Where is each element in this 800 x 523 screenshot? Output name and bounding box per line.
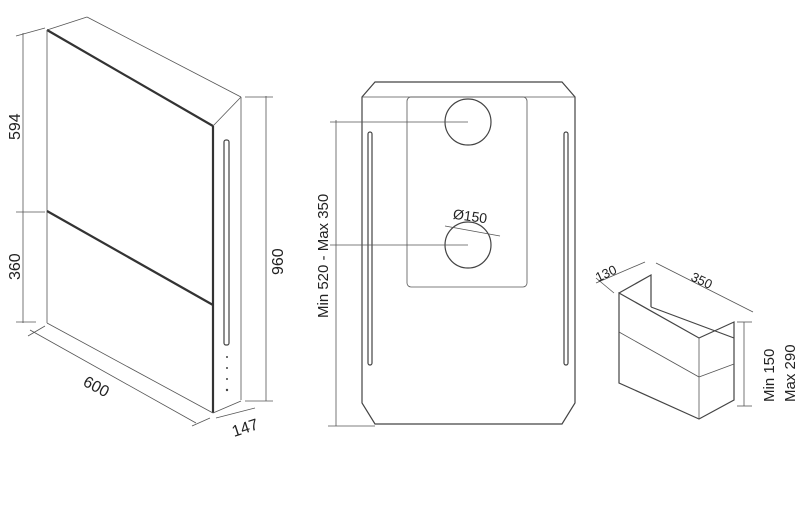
hood-front-view: Ø150 Min 520 - Max 350: [315, 81, 576, 427]
light-slot: [223, 139, 230, 346]
chimney-isometric: 130 350 Min 150 Max 290: [593, 261, 799, 420]
hood-isometric: 594 360 960 600 147: [7, 16, 287, 441]
dim-360: 360: [7, 253, 24, 280]
dim-130: 130: [593, 262, 619, 285]
left-light-slot: [367, 131, 373, 366]
dim-594: 594: [7, 113, 24, 140]
control-buttons: [225, 356, 229, 392]
dim-height-min: Min 150: [761, 349, 778, 402]
dim-height-max: Max 290: [782, 344, 799, 402]
right-light-slot: [563, 131, 569, 366]
dim-diameter: Ø150: [452, 206, 488, 227]
dim-960: 960: [270, 248, 287, 275]
dim-147: 147: [230, 416, 261, 440]
dim-height-range: Min 520 - Max 350: [315, 194, 332, 318]
dim-600: 600: [80, 374, 112, 402]
filter-panel: [406, 96, 528, 288]
dim-350: 350: [689, 269, 715, 292]
